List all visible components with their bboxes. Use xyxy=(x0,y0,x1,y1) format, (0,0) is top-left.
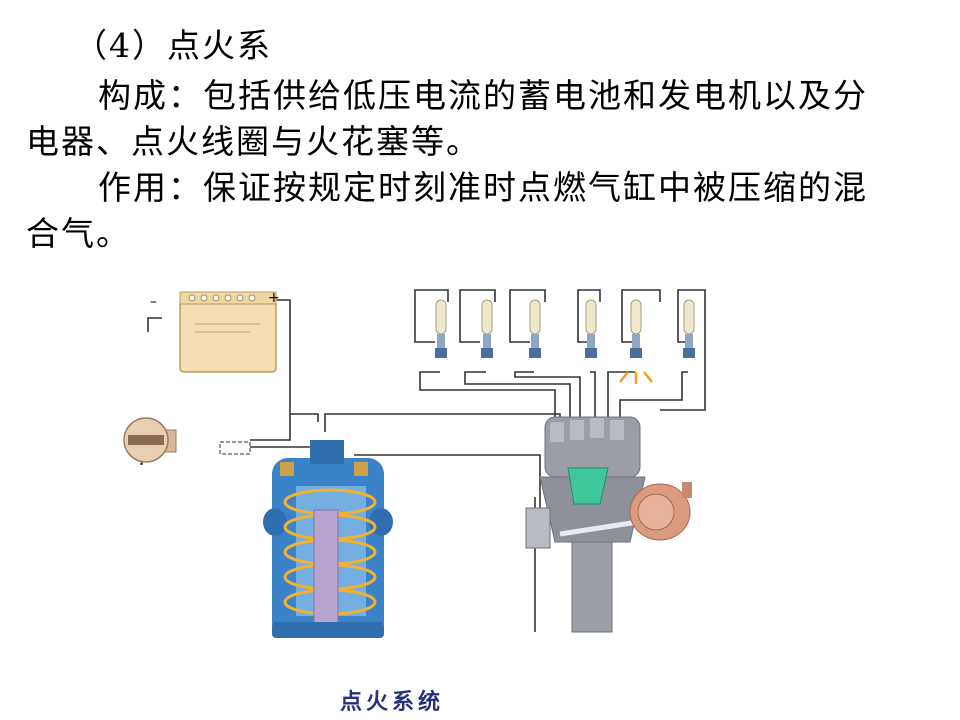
battery-negative-label: – xyxy=(150,294,157,310)
composition-text: 构成：包括供给低压电流的蓄电池和发电机以及分 xyxy=(98,76,868,115)
spark-plugs xyxy=(435,299,695,358)
ignition-switch xyxy=(123,417,177,463)
figure-caption: 点火系统 xyxy=(340,690,445,715)
composition-text-continued: 电器、点火线圈与火花塞等。 xyxy=(26,122,481,161)
battery-positive-label: + xyxy=(268,290,280,306)
heading: （4）点火系 xyxy=(74,26,272,65)
vacuum-advance-unit xyxy=(629,482,692,541)
distributor xyxy=(525,416,646,633)
ignition-coil xyxy=(263,440,393,638)
function-text: 作用：保证按规定时刻准时点燃气缸中被压缩的混 xyxy=(98,168,868,207)
resistor xyxy=(219,441,251,455)
battery xyxy=(179,291,277,373)
function-text-continued: 合气。 xyxy=(26,214,131,253)
spark-icon xyxy=(619,371,653,384)
ignition-system-diagram: – + xyxy=(123,289,706,638)
